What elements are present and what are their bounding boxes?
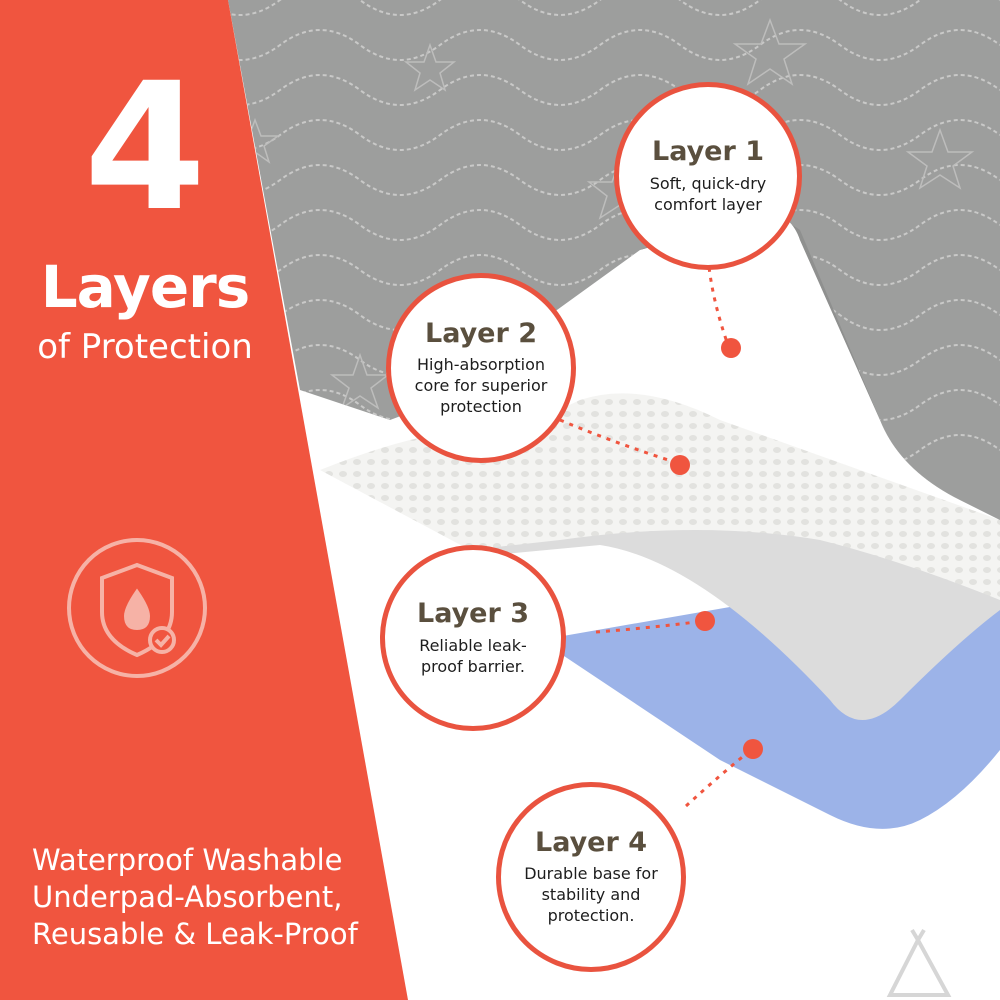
- tagline-line-2: Underpad-Absorbent,: [32, 880, 343, 914]
- accent-panel: [0, 0, 408, 1000]
- layer-1-title: Layer 1: [651, 136, 764, 168]
- tent-icon: [886, 928, 952, 997]
- layer-4-description: Durable base for stability and protectio…: [524, 864, 658, 926]
- barrier-layer: [440, 520, 1000, 720]
- layer-2-callout: Layer 2 High-absorption core for superio…: [386, 273, 576, 463]
- shield-water-drop-check-icon: [67, 538, 207, 678]
- layer-1-callout: Layer 1 Soft, quick-dry comfort layer: [614, 82, 802, 270]
- layer-2-marker: [670, 455, 690, 475]
- product-tagline: Waterproof Washable Underpad-Absorbent, …: [32, 842, 412, 953]
- layer-count: 4: [83, 45, 207, 250]
- layer-4-callout: Layer 4 Durable base for stability and p…: [496, 782, 686, 972]
- layer-3-description: Reliable leak-proof barrier.: [419, 635, 527, 676]
- layer-3-title: Layer 3: [416, 598, 529, 630]
- layer-4-title: Layer 4: [534, 826, 647, 858]
- layer-1-marker: [721, 338, 741, 358]
- layer-2-description: High-absorption core for superior protec…: [414, 355, 548, 417]
- layer-3-marker: [695, 611, 715, 631]
- layer-3-callout: Layer 3 Reliable leak-proof barrier.: [380, 545, 566, 731]
- layer-2-title: Layer 2: [424, 317, 537, 349]
- headline-subtitle: of Protection: [37, 327, 253, 367]
- layer-1-description: Soft, quick-dry comfort layer: [649, 173, 767, 214]
- tagline-line-1: Waterproof Washable: [32, 843, 343, 877]
- headline-title: Layers: [40, 253, 251, 321]
- tagline-line-3: Reusable & Leak-Proof: [32, 917, 358, 951]
- layer-4-marker: [743, 739, 763, 759]
